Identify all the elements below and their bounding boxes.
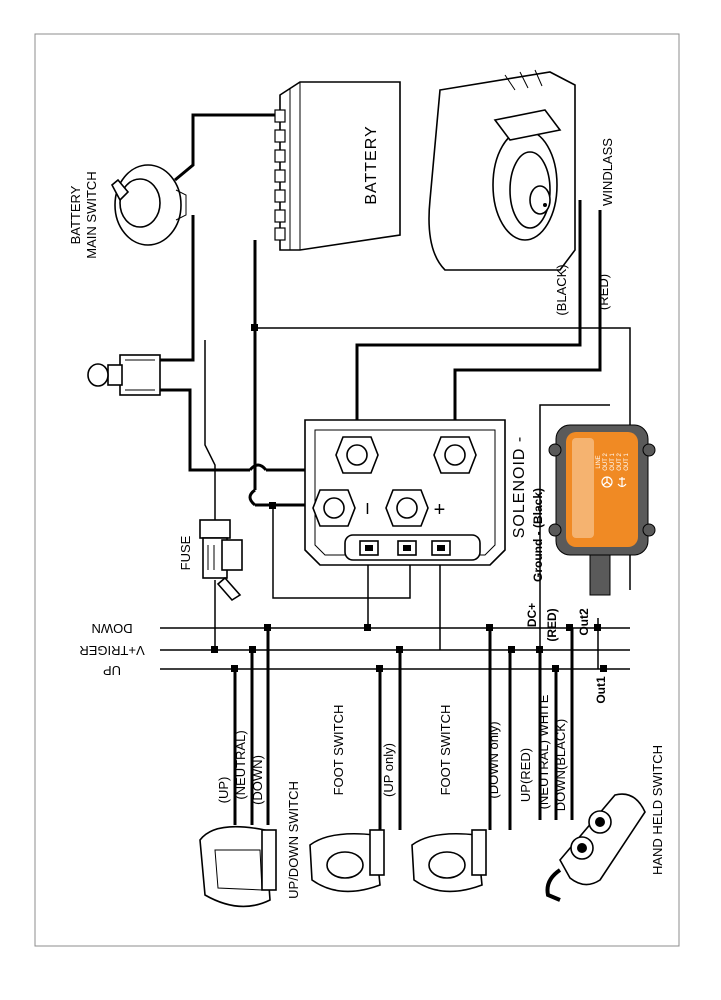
foot-switch-1-label: FOOT SWITCH xyxy=(331,705,346,796)
solenoid-post-top-left xyxy=(335,436,379,474)
module-label-line: LINE xyxy=(596,455,602,468)
hand-held-switch-label: HAND HELD SWITCH xyxy=(650,745,665,875)
hand-wire-up-red: UP(RED) xyxy=(518,748,533,802)
fan-icon xyxy=(601,476,613,488)
solenoid-label: SOLENOID - xyxy=(511,436,528,538)
module-label-out1a: OUT 1 xyxy=(610,453,616,471)
switch-wires xyxy=(233,618,599,830)
solenoid-post-top-right xyxy=(433,436,477,474)
battery-label: BATTERY xyxy=(363,125,380,204)
foot-switch-2-wire: (DOWN only) xyxy=(486,721,501,798)
wire-label-ground: Ground - (Black) xyxy=(531,488,545,582)
solenoid-minus-mark: I xyxy=(365,501,370,518)
battery-main-switch-label-1: BATTERY xyxy=(68,185,83,244)
bus-label-up: UP xyxy=(103,663,121,678)
page-frame xyxy=(34,33,680,947)
anchor-icon xyxy=(617,477,627,488)
updown-wire-up: (UP) xyxy=(216,777,231,804)
solenoid-plus-mark: + xyxy=(434,499,447,521)
updown-wire-neutral: (NEUTRAL) xyxy=(233,730,248,799)
fuse-label: FUSE xyxy=(178,535,193,570)
wire-label-red: (RED) xyxy=(596,274,611,310)
solenoid-label-sep: - xyxy=(511,436,528,442)
bus-label-vtrigger: V+TRIGER xyxy=(79,643,144,658)
foot-switch-1: (UP only) FOOT SWITCH xyxy=(309,705,396,893)
solenoid-label-word: SOLENOID xyxy=(511,448,528,539)
solenoid: I + SOLENOID - xyxy=(304,419,528,566)
breaker-switch xyxy=(87,354,161,396)
updown-wire-down: (DOWN) xyxy=(250,755,265,805)
up-down-switch: (UP) (NEUTRAL) (DOWN) UP/DOWN SWITCH xyxy=(199,730,301,908)
battery-main-switch: BATTERY MAIN SWITCH xyxy=(68,164,187,259)
foot-switch-2-label: FOOT SWITCH xyxy=(438,705,453,796)
wire-label-out2: Out2 xyxy=(577,608,591,636)
controller-module: LINE OUT 2 OUT 1 OUT 2 OUT 1 xyxy=(548,424,656,596)
battery-main-switch-label-2: MAIN SWITCH xyxy=(84,171,99,258)
fuse: FUSE xyxy=(178,519,243,602)
hand-wire-neutral-white: (NEUTRAL) WHITE xyxy=(536,694,551,809)
module-label-out2b: OUT 2 xyxy=(617,453,623,471)
battery: BATTERY xyxy=(274,81,401,251)
solenoid-post-plus xyxy=(385,489,429,527)
hand-held-switch: UP(RED) (NEUTRAL) WHITE DOWN(BLACK) HAND… xyxy=(518,694,665,902)
windlass: WINDLASS xyxy=(428,69,615,271)
solenoid-post-minus xyxy=(312,489,356,527)
wire-label-dc-plus: DC+ xyxy=(525,603,539,627)
wire-label-out1: Out1 xyxy=(594,676,608,704)
windlass-label: WINDLASS xyxy=(600,138,615,206)
module-label-out2a: OUT 2 xyxy=(603,453,609,471)
foot-switch-1-wire: (UP only) xyxy=(381,743,396,797)
wire-label-red-small: (RED) xyxy=(545,608,559,641)
hand-wire-down-black: DOWN(BLACK) xyxy=(553,719,568,811)
bus-lines: DOWN V+TRIGER UP xyxy=(79,621,630,678)
module-label-out1b: OUT 1 xyxy=(624,453,630,471)
up-down-switch-label: UP/DOWN SWITCH xyxy=(286,781,301,899)
foot-switch-2: (DOWN only) FOOT SWITCH xyxy=(411,705,501,893)
wire-label-black: (BLACK) xyxy=(554,264,569,315)
bus-label-down: DOWN xyxy=(91,621,132,636)
